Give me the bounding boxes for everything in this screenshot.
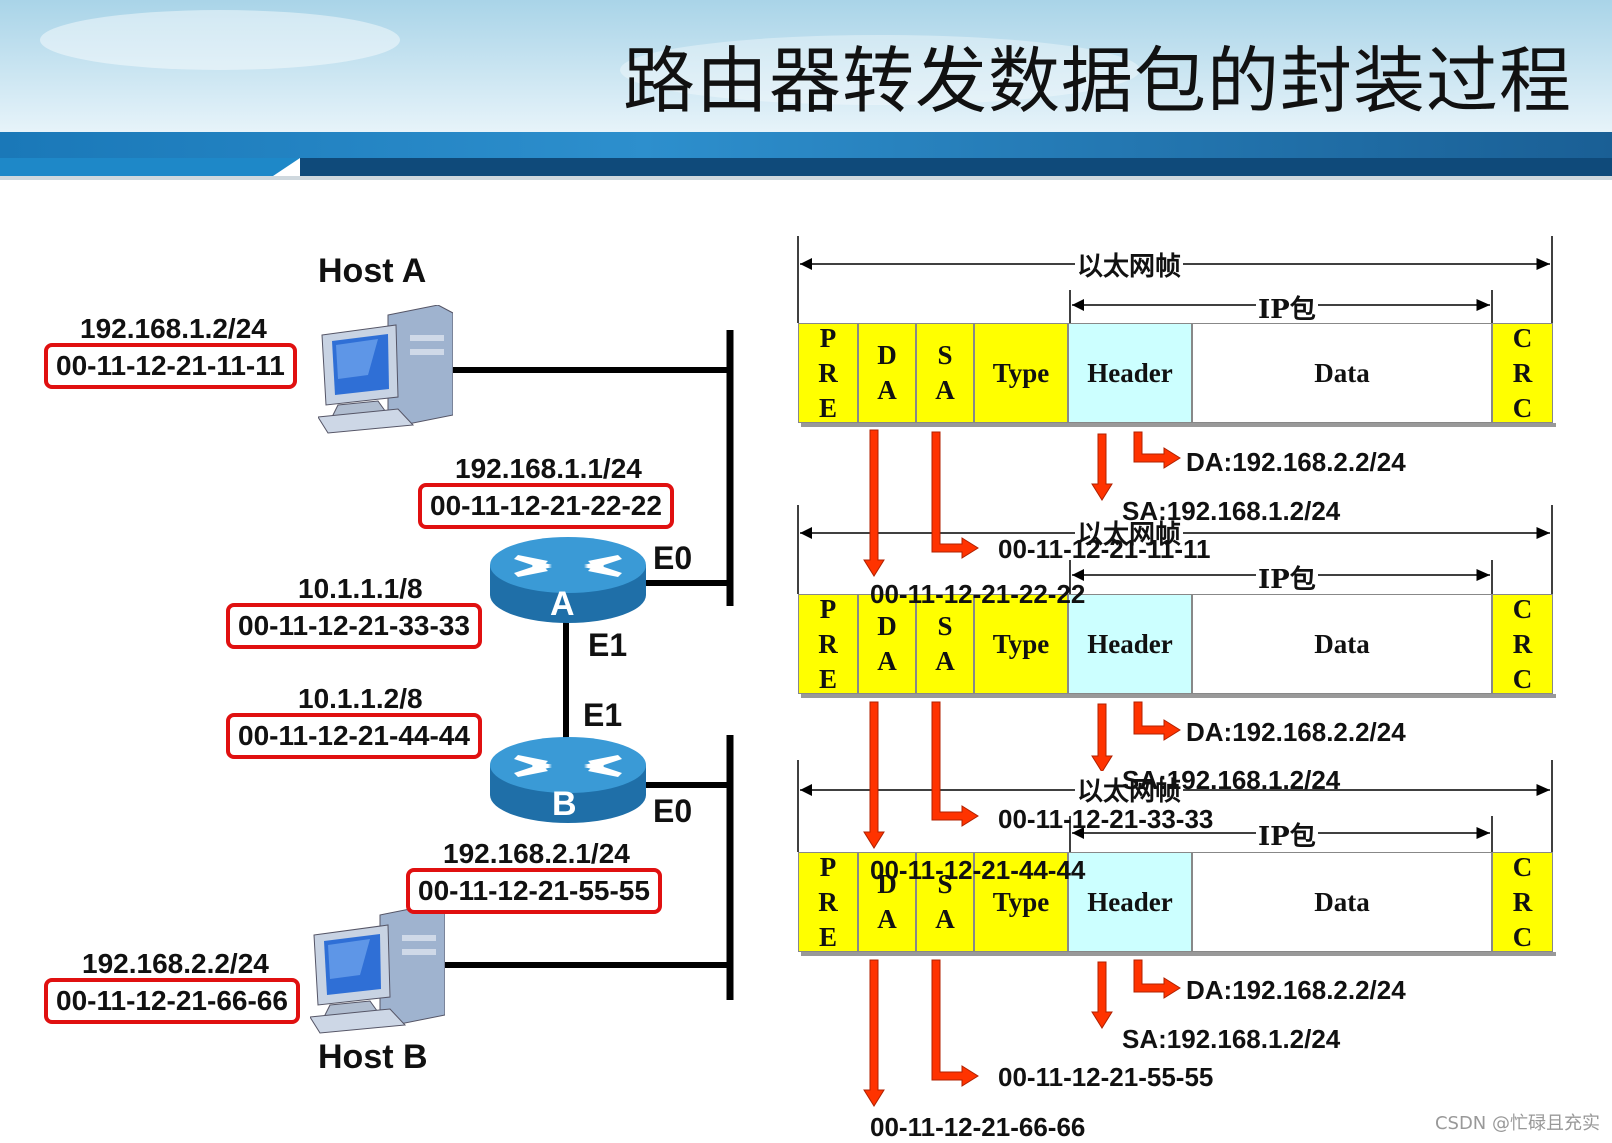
field-sa: S A bbox=[916, 594, 974, 694]
router-a-e0-ip: 192.168.1.1/24 bbox=[455, 453, 642, 484]
router-a-name: A bbox=[550, 585, 575, 623]
field-data: Data bbox=[1192, 323, 1492, 423]
frame2-src-mac: 00-11-12-21-33-33 bbox=[998, 804, 1214, 834]
field-sa: S A bbox=[916, 323, 974, 423]
field-data: Data bbox=[1192, 852, 1492, 952]
frame2-ip-sa: SA:192.168.1.2/24 bbox=[1122, 765, 1341, 795]
frame1-ip-sa: SA:192.168.1.2/24 bbox=[1122, 496, 1341, 526]
router-b-e0-label: E0 bbox=[653, 793, 693, 829]
field-da: D A bbox=[858, 594, 916, 694]
frame1-ip-da: DA:192.168.2.2/24 bbox=[1186, 447, 1406, 477]
host-b-label: Host B bbox=[318, 1038, 428, 1076]
router-a-e0-mac: 00-11-12-21-22-22 bbox=[418, 483, 674, 529]
frame1-ip-label: IP包 bbox=[1256, 289, 1318, 326]
field-data: Data bbox=[1192, 594, 1492, 694]
frame2-ethernet-label: 以太网帧 bbox=[1075, 514, 1184, 551]
router-a-e1-ip: 10.1.1.1/8 bbox=[298, 573, 423, 604]
field-da: D A bbox=[858, 323, 916, 423]
frame3-ethernet-label: 以太网帧 bbox=[1075, 771, 1184, 808]
router-a-e1-mac: 00-11-12-21-33-33 bbox=[226, 603, 482, 649]
router-b-e1-mac: 00-11-12-21-44-44 bbox=[226, 713, 482, 759]
frame2-dst-mac: 00-11-12-21-44-44 bbox=[870, 855, 1086, 885]
router-a-e1-label: E1 bbox=[588, 627, 628, 663]
page-title: 路由器转发数据包的封装过程 bbox=[622, 39, 1572, 123]
frame2-ip-da: DA:192.168.2.2/24 bbox=[1186, 717, 1406, 747]
banner-graphic bbox=[0, 0, 1612, 180]
field-crc: C R C bbox=[1492, 594, 1553, 694]
field-type: Type bbox=[974, 594, 1068, 694]
field-type: Type bbox=[974, 323, 1068, 423]
header-banner: 路由器转发数据包的封装过程 bbox=[0, 0, 1612, 180]
router-b-e1-label: E1 bbox=[583, 697, 623, 733]
host-a-computer-icon bbox=[318, 305, 453, 434]
frame1-dst-mac: 00-11-12-21-22-22 bbox=[870, 579, 1086, 609]
host-a-mac: 00-11-12-21-11-11 bbox=[44, 343, 297, 389]
host-a-ip: 192.168.1.2/24 bbox=[80, 313, 267, 344]
field-da: D A bbox=[858, 852, 916, 952]
frame2-ip-label: IP包 bbox=[1256, 559, 1318, 596]
host-a-label: Host A bbox=[318, 252, 427, 290]
field-crc: C R C bbox=[1492, 323, 1553, 423]
frame3-dst-mac: 00-11-12-21-66-66 bbox=[870, 1112, 1086, 1142]
field-header: Header bbox=[1068, 594, 1192, 694]
field-header: Header bbox=[1068, 852, 1192, 952]
router-b-e1-ip: 10.1.1.2/8 bbox=[298, 683, 423, 714]
frame3-ip-label: IP包 bbox=[1256, 816, 1318, 853]
field-pre: P R E bbox=[798, 852, 858, 952]
field-header: Header bbox=[1068, 323, 1192, 423]
field-crc: C R C bbox=[1492, 852, 1553, 952]
field-pre: P R E bbox=[798, 323, 858, 423]
router-b-e0-mac: 00-11-12-21-55-55 bbox=[406, 868, 662, 914]
watermark: CSDN @忙碌且充实 bbox=[1434, 1113, 1600, 1134]
router-a-icon bbox=[490, 537, 646, 623]
frame1-ethernet-label: 以太网帧 bbox=[1075, 246, 1184, 283]
frame3-ip-sa: SA:192.168.1.2/24 bbox=[1122, 1024, 1341, 1054]
frame1-src-mac: 00-11-12-21-11-11 bbox=[998, 534, 1211, 564]
frame3-ip-da: DA:192.168.2.2/24 bbox=[1186, 975, 1406, 1005]
router-b-name: B bbox=[552, 785, 577, 823]
field-sa: S A bbox=[916, 852, 974, 952]
router-b-icon bbox=[490, 737, 646, 823]
router-b-e0-ip: 192.168.2.1/24 bbox=[443, 838, 630, 869]
field-type: Type bbox=[974, 852, 1068, 952]
host-b-ip: 192.168.2.2/24 bbox=[82, 948, 269, 979]
frame3-src-mac: 00-11-12-21-55-55 bbox=[998, 1062, 1214, 1092]
field-pre: P R E bbox=[798, 594, 858, 694]
host-b-computer-icon bbox=[310, 905, 445, 1034]
host-b-mac: 00-11-12-21-66-66 bbox=[44, 978, 300, 1024]
router-a-e0-label: E0 bbox=[653, 540, 693, 576]
